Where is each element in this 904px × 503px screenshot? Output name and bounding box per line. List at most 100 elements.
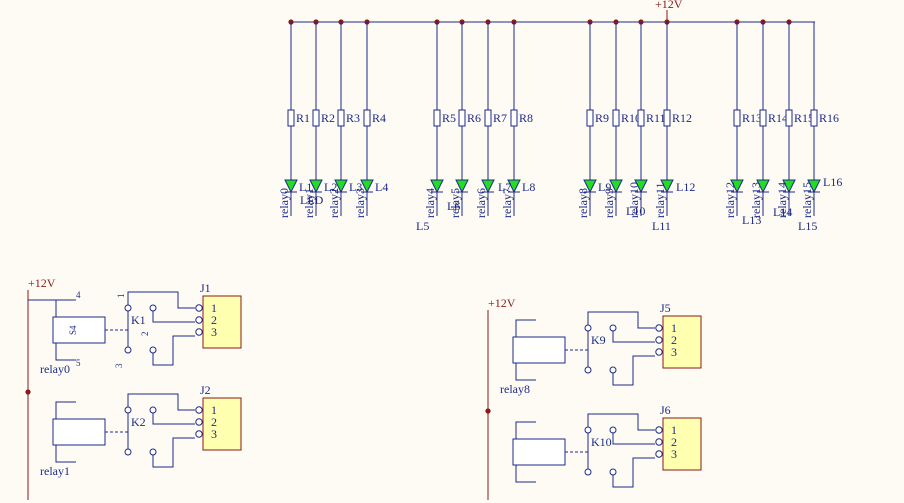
resistor-label: R13 — [742, 111, 762, 125]
relay-label: K1 — [131, 313, 146, 327]
connector-body — [202, 295, 242, 349]
relay-net-label: relay0 — [40, 362, 70, 376]
net-label: relay5 — [448, 188, 462, 218]
net-label: relay4 — [423, 188, 437, 218]
switch-contact — [149, 346, 157, 354]
switch-wire — [612, 457, 655, 488]
led-channel: R1 relay0 — [277, 19, 310, 218]
switch-wire — [587, 311, 655, 329]
coil-wire — [515, 465, 536, 483]
led-channel: R12 relay11 — [653, 19, 692, 218]
led-symbol — [481, 179, 495, 194]
switch-contact — [124, 448, 132, 456]
connector-pin — [195, 418, 203, 426]
switch-wire — [152, 437, 195, 468]
connector-pin-label: 3 — [211, 325, 217, 339]
connector-pin-label: 2 — [671, 435, 677, 449]
power-label-left: +12V — [28, 276, 56, 290]
power-label-top: +12V — [655, 0, 683, 11]
led-symbol — [309, 179, 323, 194]
net-label: relay9 — [602, 188, 616, 218]
relay-label: K9 — [591, 333, 606, 347]
resistor-label: R6 — [467, 111, 481, 125]
led-label: L16 — [823, 175, 842, 189]
resistor-label: R8 — [519, 111, 533, 125]
coil-pin-label: 5 — [76, 358, 81, 368]
resistor-label: R10 — [621, 111, 641, 125]
resistor-label: R9 — [595, 111, 609, 125]
switch-wire — [587, 413, 655, 431]
switch-contact — [609, 366, 617, 374]
led-symbol — [583, 179, 597, 194]
resistor — [759, 109, 767, 127]
resistor-label: R4 — [372, 111, 386, 125]
switch-contact — [124, 346, 132, 354]
switch-pin-label: 1 — [116, 294, 126, 299]
connector-body — [662, 315, 702, 369]
relay-net-label: relay8 — [500, 382, 530, 396]
resistor — [312, 109, 320, 127]
connector-label: J1 — [200, 281, 211, 295]
junction-dot — [485, 408, 491, 414]
led-label: L7 — [498, 180, 511, 194]
led-symbol — [782, 179, 796, 194]
coil-wire — [55, 343, 76, 361]
switch-pin-label: 2 — [140, 332, 150, 337]
connector-pin-label: 1 — [211, 403, 217, 417]
coil-wire — [515, 319, 536, 337]
net-label: relay1 — [302, 188, 316, 218]
net-label: relay3 — [353, 188, 367, 218]
led-channel: R4 relay3 — [353, 19, 386, 218]
switch-wire — [127, 291, 195, 309]
connector-pin-label: 3 — [671, 447, 677, 461]
led-label: L12 — [676, 180, 695, 194]
connector-label: J5 — [660, 301, 671, 315]
led-symbol — [730, 179, 744, 194]
led-symbol — [284, 179, 298, 194]
connector-body — [202, 397, 242, 451]
junction-dot — [25, 389, 31, 395]
connector-pin-label: 2 — [671, 333, 677, 347]
connector-pin — [195, 316, 203, 324]
switch-contact — [149, 304, 157, 312]
resistor — [458, 109, 466, 127]
led-label: L1 — [299, 180, 312, 194]
relay-coil — [512, 336, 566, 364]
net-label: relay11 — [653, 182, 667, 218]
switch-wire — [127, 393, 195, 411]
net-label: relay10 — [627, 182, 641, 218]
connector-pin — [655, 336, 663, 344]
led-label: L4 — [375, 180, 388, 194]
led-label: L8 — [522, 180, 535, 194]
resistor-label: R12 — [672, 111, 692, 125]
led-symbol — [455, 179, 469, 194]
resistor-label: R14 — [768, 111, 788, 125]
net-label: relay0 — [277, 188, 291, 218]
connector-pin — [195, 304, 203, 312]
led-label: L10 — [626, 204, 645, 218]
led-symbol — [660, 179, 674, 194]
net-label: relay12 — [723, 182, 737, 218]
power-label-right: +12V — [488, 296, 516, 310]
led-label: L13 — [742, 213, 761, 227]
led-symbol — [507, 179, 521, 194]
led-label: L2 — [324, 180, 337, 194]
switch-contact — [149, 448, 157, 456]
led-channel: R7 relay6 — [474, 19, 507, 218]
net-label: relay15 — [800, 182, 814, 218]
net-label: relay2 — [327, 188, 341, 218]
net-label: relay6 — [474, 188, 488, 218]
resistor — [337, 109, 345, 127]
resistor-label: R1 — [296, 111, 310, 125]
led-label: L5 — [416, 219, 429, 233]
switch-contact — [584, 468, 592, 476]
resistor-label: R7 — [493, 111, 507, 125]
net-label: relay7 — [500, 188, 514, 218]
resistor — [785, 109, 793, 127]
